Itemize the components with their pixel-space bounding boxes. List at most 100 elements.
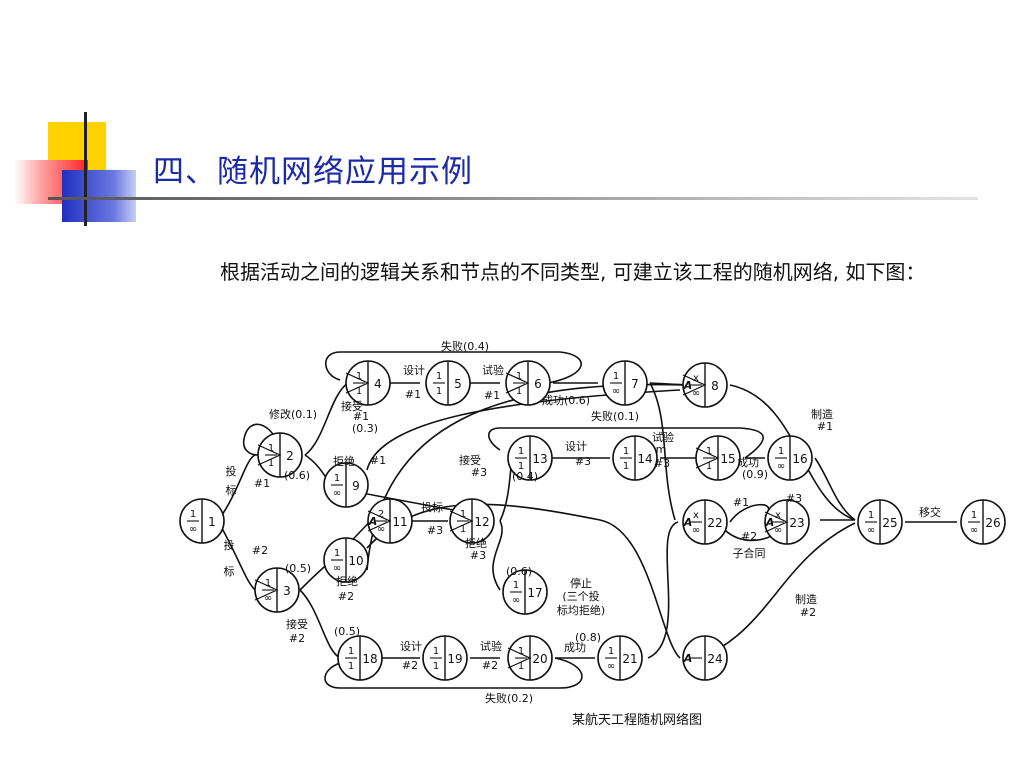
diagram-label: #1: [733, 496, 749, 509]
slide-title: 四、随机网络应用示例: [153, 154, 473, 190]
diagram-label: #1: [353, 410, 369, 423]
node-13-bottom-value: 1: [518, 461, 524, 472]
diagram-label: 投: [224, 538, 235, 552]
diagram-label: (0.8): [575, 631, 601, 644]
node-4-bottom-value: 1: [356, 386, 362, 397]
diagram-label: #2: [289, 632, 305, 645]
node-4-number: 4: [374, 377, 382, 391]
node-23-bottom-value: ∞: [774, 525, 782, 536]
node-25-top-value: 1: [868, 510, 874, 521]
node-21-top-value: 1: [608, 646, 614, 657]
node-5-number: 5: [454, 377, 462, 391]
network-node-5: 1 1 5: [425, 360, 471, 406]
node-7-top-value: 1: [613, 371, 619, 382]
node-17-bottom-value: ∞: [512, 595, 520, 606]
node-25-bottom-value: ∞: [867, 525, 875, 536]
node-5-top-value: 1: [436, 371, 442, 382]
diagram-label: 投标: [421, 500, 443, 514]
node-21-bottom-value: ∞: [607, 661, 615, 672]
diagram-label: 标: [224, 564, 235, 578]
diagram-label: #2: [252, 544, 268, 557]
diagram-label: 试验: [482, 363, 504, 377]
node-1-bottom-value: ∞: [189, 524, 197, 535]
node-16-number: 16: [792, 452, 807, 466]
diagram-label: 拒绝: [465, 536, 487, 550]
node-7-bottom-value: ∞: [612, 386, 620, 397]
diagram-label: 成功: [737, 456, 759, 469]
node-3-top-value: 1: [265, 578, 271, 589]
node-15-number: 15: [720, 452, 735, 466]
diagram-label: 拒绝: [336, 574, 358, 588]
diagram-label: 接受: [459, 454, 481, 467]
diagram-label: 标均拒绝): [557, 603, 605, 617]
node-12-bottom-value: 1: [460, 524, 466, 535]
diagram-label: 设计: [403, 364, 425, 377]
diagram-label: 成功(0.6): [542, 394, 590, 407]
network-node-3: 1∞3: [254, 567, 300, 613]
node-9-bottom-value: ∞: [333, 488, 341, 499]
network-node-6: 116: [505, 360, 551, 406]
title-underline: [48, 197, 978, 200]
diagram-label: #2: [482, 659, 498, 672]
diagram-label: 失败(0.1): [591, 409, 639, 423]
node-8-number: 8: [711, 379, 719, 393]
diagram-label: #1: [484, 389, 500, 402]
diagram-label: 接受: [286, 618, 308, 631]
node-12-number: 12: [474, 515, 489, 529]
node-10-bottom-value: ∞: [333, 563, 341, 574]
diagram-label: (0.9): [742, 468, 768, 481]
diagram-label: (0.6): [506, 565, 532, 578]
diagram-label: m: [656, 443, 667, 456]
network-node-17: 1∞17: [502, 569, 548, 615]
node-14-top-value: 1: [623, 446, 629, 457]
node-18-top-value: 1: [348, 646, 354, 657]
diagram-label: #1: [405, 388, 421, 401]
node-26-bottom-value: ∞: [970, 525, 978, 536]
node-8-top-value: x: [693, 373, 699, 384]
node-19-top-value: 1: [433, 646, 439, 657]
node-14-number: 14: [637, 452, 652, 466]
node-6-bottom-value: 1: [516, 386, 522, 397]
diagram-label: #2: [800, 606, 816, 619]
node-6-number: 6: [534, 377, 542, 391]
node-22-number: 22: [707, 516, 722, 530]
diagram-label: 修改(0.1): [269, 407, 317, 421]
node-20-top-value: 1: [518, 646, 524, 657]
node-24-number: 24: [707, 652, 722, 666]
diagram-label: 停止: [570, 576, 592, 590]
body-paragraph: 根据活动之间的逻辑关系和节点的不同类型, 可建立该工程的随机网络, 如下图：: [220, 260, 926, 284]
node-20-bottom-value: 1: [518, 661, 524, 672]
title-decoration-blue-square: [62, 170, 136, 222]
diagram-label: #3: [575, 455, 591, 468]
network-node-7: 1∞7: [602, 360, 648, 406]
node-17-top-value: 1: [513, 580, 519, 591]
title-decoration-vertical-line: [84, 112, 87, 226]
node-9-top-value: 1: [334, 473, 340, 484]
diagram-label: (0.6): [284, 469, 310, 482]
diagram-label: (0.4): [512, 470, 538, 483]
diagram-label: 接受: [341, 400, 363, 413]
diagram-label: #3: [471, 466, 487, 479]
node-9-number: 9: [352, 479, 360, 493]
diagram-label: #2: [338, 590, 354, 603]
diagram-label: 制造: [795, 592, 817, 606]
diagram-label: #1: [370, 454, 386, 467]
node-23-top-value: x: [775, 510, 781, 521]
network-node-26: 1∞26: [960, 499, 1006, 545]
node-15-top-value: 1: [706, 446, 712, 457]
network-node-10: 1∞10: [323, 537, 369, 583]
diagram-label: 失败(0.2): [485, 691, 533, 705]
network-node-4: 114: [345, 360, 391, 406]
node-5-bottom-value: 1: [436, 386, 442, 397]
node-25-number: 25: [882, 516, 897, 530]
node-10-number: 10: [348, 554, 363, 568]
diagram-label: 标: [226, 483, 237, 497]
node-11-number: 11: [392, 515, 407, 529]
network-node-21: 1∞21: [597, 635, 643, 681]
